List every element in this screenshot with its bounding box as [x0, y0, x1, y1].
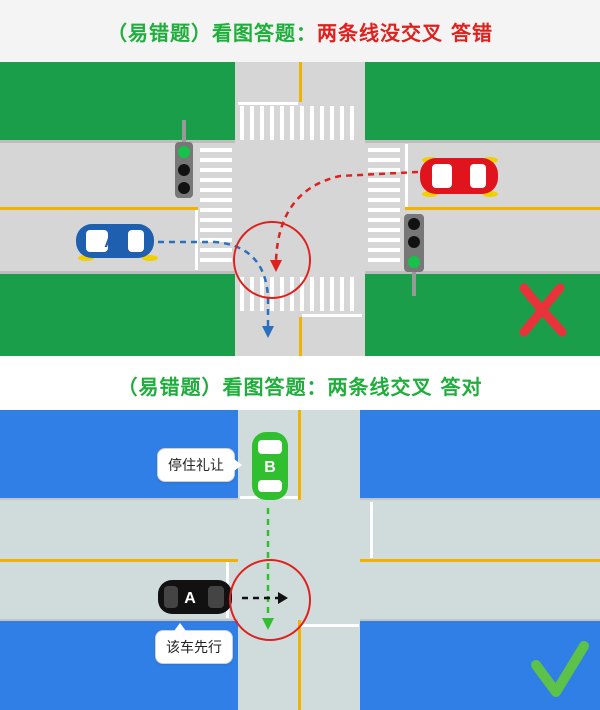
- car-a-path: [158, 240, 270, 330]
- car-a-label: A: [104, 234, 116, 251]
- yield-callout: 停住礼让: [157, 448, 242, 482]
- top-heading-verdict: 两条线没交叉 答错: [317, 20, 493, 45]
- car-a-label: A: [184, 590, 196, 607]
- car-b-path: [274, 170, 419, 263]
- car-b-label: B: [456, 169, 468, 186]
- car-a-icon: A: [76, 224, 158, 261]
- correct-example-panel: B A: [0, 410, 600, 710]
- correct-intersection-illustration: B A: [0, 410, 600, 710]
- wrong-example-panel: B A: [0, 62, 600, 356]
- conflict-circle: [233, 221, 311, 299]
- car-a-icon: A: [158, 580, 232, 614]
- top-heading-prefix: （易错题）看图答题：: [107, 20, 318, 45]
- cross-icon: [519, 283, 567, 337]
- car-b-icon: B: [420, 157, 498, 197]
- bottom-heading-prefix: （易错题）看图答题：: [117, 374, 328, 399]
- car-b-icon: B: [252, 432, 288, 500]
- go-first-callout: 该车先行: [155, 623, 233, 664]
- wrong-intersection-illustration: B A: [0, 62, 600, 356]
- car-b-label: B: [264, 459, 276, 476]
- bottom-heading-verdict: 两条线交叉 答对: [327, 374, 483, 399]
- check-icon: [531, 641, 589, 697]
- bottom-heading: （易错题）看图答题： 两条线交叉 答对: [0, 360, 600, 410]
- top-heading: （易错题）看图答题： 两条线没交叉 答错: [0, 0, 600, 62]
- conflict-circle: [229, 559, 311, 641]
- traffic-light-right-icon: [404, 214, 424, 296]
- traffic-light-left-icon: [175, 120, 193, 198]
